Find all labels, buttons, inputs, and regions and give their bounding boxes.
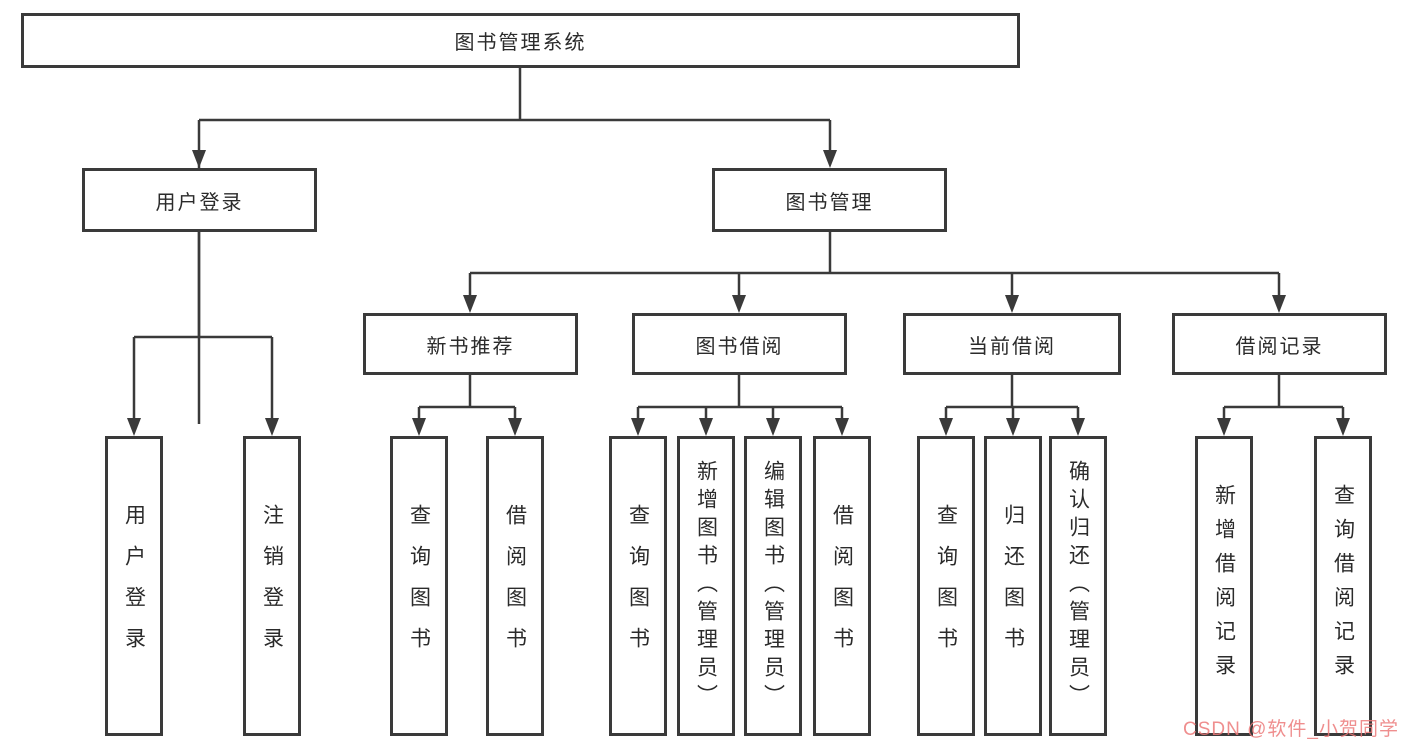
node-borrow-records: 借阅记录 bbox=[1172, 313, 1387, 375]
leaf-confirm-return-admin: 确认归还（管理员） bbox=[1049, 436, 1107, 736]
leaf-borrow-books: 借阅图书 bbox=[813, 436, 871, 736]
node-new-book-recommend: 新书推荐 bbox=[363, 313, 578, 375]
leaf-add-borrow-record: 新增借阅记录 bbox=[1195, 436, 1253, 736]
leaf-return-books: 归还图书 bbox=[984, 436, 1042, 736]
leaf-query-books-recommend: 查询图书 bbox=[390, 436, 448, 736]
node-root: 图书管理系统 bbox=[21, 13, 1020, 68]
leaf-edit-books-admin-label: 编辑图书（管理员） bbox=[761, 460, 785, 712]
node-current-borrow-label: 当前借阅 bbox=[968, 335, 1056, 358]
leaf-user-login-label: 用户登录 bbox=[122, 504, 146, 668]
node-borrow-records-label: 借阅记录 bbox=[1235, 335, 1324, 358]
leaf-borrow-books-recommend: 借阅图书 bbox=[486, 436, 544, 736]
connectors-borrow-records bbox=[1222, 375, 1345, 424]
node-book-management-label: 图书管理 bbox=[785, 191, 874, 214]
leaf-confirm-return-admin-label: 确认归还（管理员） bbox=[1066, 460, 1090, 712]
node-new-book-recommend-label: 新书推荐 bbox=[426, 335, 515, 358]
leaf-edit-books-admin: 编辑图书（管理员） bbox=[744, 436, 802, 736]
leaf-query-borrow-record-label: 查询借阅记录 bbox=[1331, 484, 1355, 688]
node-book-borrow-label: 图书借阅 bbox=[695, 335, 784, 358]
node-root-label: 图书管理系统 bbox=[454, 32, 587, 54]
connectors-user-login bbox=[132, 232, 274, 424]
leaf-query-books-borrow: 查询图书 bbox=[609, 436, 667, 736]
node-user-login-label: 用户登录 bbox=[155, 191, 244, 214]
node-book-borrow: 图书借阅 bbox=[632, 313, 847, 375]
leaf-query-books-current: 查询图书 bbox=[917, 436, 975, 736]
leaf-add-books-admin-label: 新增图书（管理员） bbox=[694, 460, 718, 712]
connectors-new-book-recommend bbox=[417, 375, 517, 424]
arrowheads bbox=[127, 150, 1350, 436]
connectors-book-management bbox=[468, 232, 1281, 303]
leaf-logout-label: 注销登录 bbox=[260, 504, 284, 668]
leaf-query-books-recommend-label: 查询图书 bbox=[407, 504, 431, 668]
leaf-add-borrow-record-label: 新增借阅记录 bbox=[1212, 484, 1236, 688]
leaf-user-login: 用户登录 bbox=[105, 436, 163, 736]
node-book-management: 图书管理 bbox=[712, 168, 947, 232]
leaf-query-books-current-label: 查询图书 bbox=[934, 504, 958, 668]
leaf-return-books-label: 归还图书 bbox=[1001, 504, 1025, 668]
leaf-query-books-borrow-label: 查询图书 bbox=[626, 504, 650, 668]
leaf-query-borrow-record: 查询借阅记录 bbox=[1314, 436, 1372, 736]
leaf-logout: 注销登录 bbox=[243, 436, 301, 736]
leaf-borrow-books-label: 借阅图书 bbox=[830, 504, 854, 668]
node-user-login: 用户登录 bbox=[82, 168, 317, 232]
leaf-add-books-admin: 新增图书（管理员） bbox=[677, 436, 735, 736]
leaf-borrow-books-recommend-label: 借阅图书 bbox=[503, 504, 527, 668]
node-current-borrow: 当前借阅 bbox=[903, 313, 1121, 375]
connectors-book-borrow bbox=[636, 375, 844, 424]
connectors-current-borrow bbox=[944, 375, 1080, 424]
